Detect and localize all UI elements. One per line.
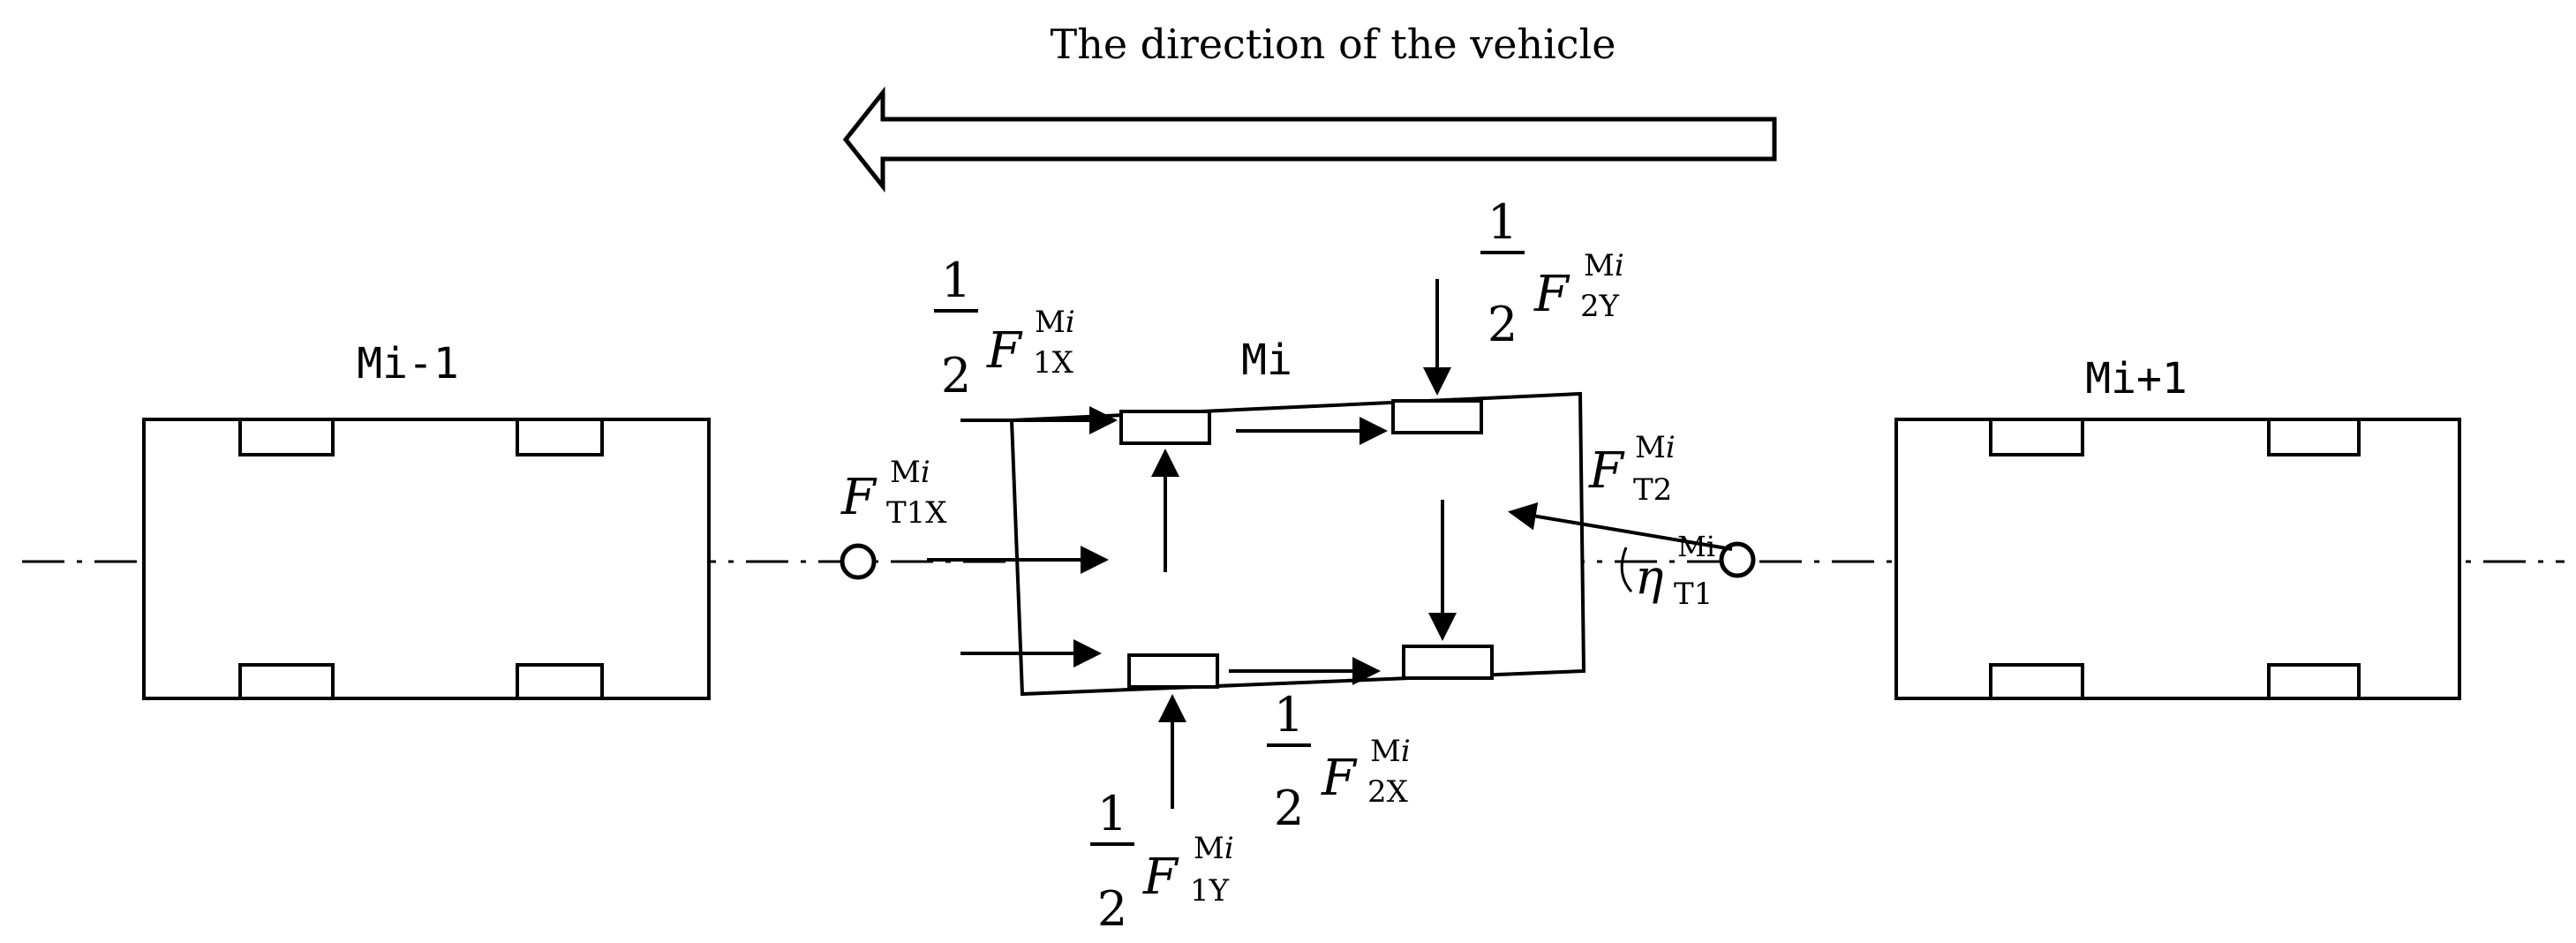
svg-text:F: F bbox=[1142, 849, 1179, 906]
vehicle-current bbox=[1009, 391, 1586, 697]
svg-text:1Y: 1Y bbox=[1190, 873, 1230, 909]
direction-title: The direction of the vehicle bbox=[1051, 20, 1616, 68]
svg-text:2X: 2X bbox=[1367, 774, 1409, 810]
svg-text:F: F bbox=[986, 322, 1023, 380]
svg-text:2: 2 bbox=[941, 348, 971, 404]
hitch-rear bbox=[1719, 541, 1756, 578]
angle-arc bbox=[1620, 547, 1633, 593]
svg-text:1: 1 bbox=[1097, 786, 1127, 841]
vehicle-prev-label: Mi-1 bbox=[357, 339, 459, 389]
svg-text:Mi: Mi bbox=[1677, 530, 1715, 563]
svg-text:Mi: Mi bbox=[1635, 430, 1676, 465]
svg-text:η: η bbox=[1635, 549, 1663, 605]
svg-text:2: 2 bbox=[1097, 881, 1127, 937]
hitch-front bbox=[840, 543, 877, 580]
vehicle-current-label: Mi bbox=[1241, 336, 1292, 385]
label-f1y: 1 2 F Mi 1Y bbox=[1090, 786, 1234, 937]
svg-text:2: 2 bbox=[1488, 297, 1518, 352]
label-ft1x: F Mi T1X bbox=[840, 455, 947, 531]
svg-text:Mi: Mi bbox=[890, 455, 930, 490]
svg-text:T1X: T1X bbox=[886, 495, 947, 531]
svg-text:F: F bbox=[840, 469, 877, 526]
svg-text:Mi: Mi bbox=[1194, 831, 1234, 866]
vehicle-prev bbox=[142, 418, 711, 700]
label-f1x: 1 2 F Mi 1X bbox=[934, 253, 1075, 404]
svg-text:2: 2 bbox=[1274, 781, 1304, 836]
direction-arrow bbox=[842, 86, 1777, 193]
svg-text:F: F bbox=[1533, 266, 1570, 323]
svg-text:T1: T1 bbox=[1674, 577, 1713, 612]
vehicle-next-label: Mi+1 bbox=[2085, 354, 2188, 404]
svg-text:Mi: Mi bbox=[1370, 734, 1411, 769]
svg-text:Mi: Mi bbox=[1584, 248, 1624, 283]
svg-text:1: 1 bbox=[941, 253, 971, 308]
label-f2y: 1 2 F Mi 2Y bbox=[1480, 194, 1624, 352]
svg-text:1X: 1X bbox=[1033, 345, 1074, 381]
svg-text:1: 1 bbox=[1488, 194, 1518, 250]
svg-text:2Y: 2Y bbox=[1580, 289, 1620, 324]
label-eta: η Mi T1 bbox=[1635, 530, 1715, 612]
svg-text:F: F bbox=[1588, 442, 1625, 500]
force-arrows bbox=[927, 279, 1733, 809]
svg-text:Mi: Mi bbox=[1035, 305, 1075, 340]
svg-text:T2: T2 bbox=[1633, 472, 1672, 508]
svg-text:F: F bbox=[1321, 750, 1358, 807]
label-f2x: 1 2 F Mi 2X bbox=[1267, 687, 1411, 836]
svg-text:1: 1 bbox=[1274, 687, 1304, 743]
label-ft2: F Mi T2 bbox=[1588, 430, 1676, 508]
vehicle-next bbox=[1894, 418, 2461, 700]
